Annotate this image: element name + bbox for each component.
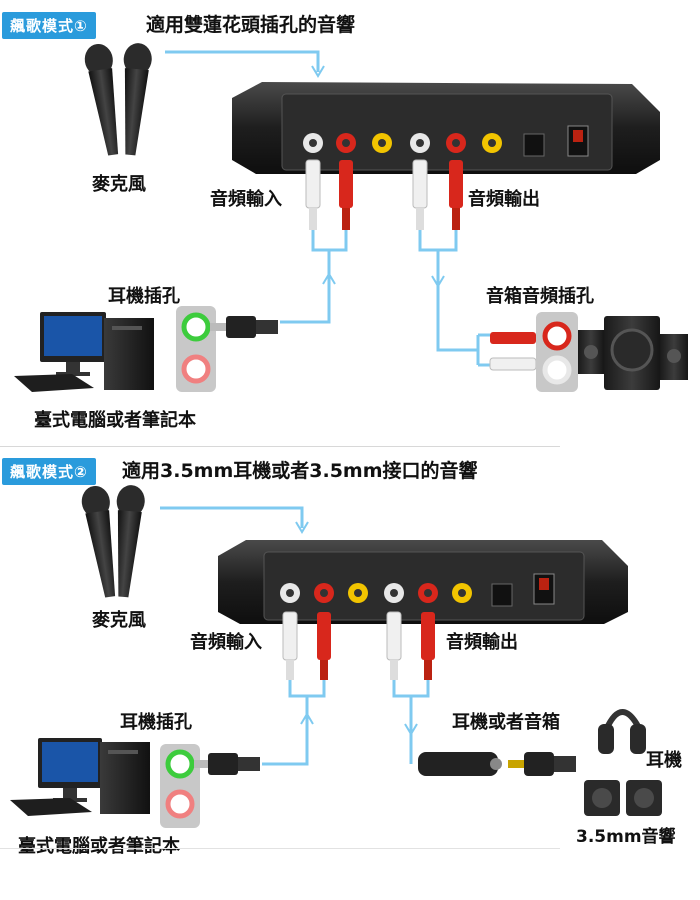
mixer-device [232,82,660,174]
speaker-jack-panel [489,312,578,392]
extension-cable-icon [418,752,576,776]
signal-wires [280,230,490,367]
computer-icon [10,738,150,816]
label-audio-in: 音頻輸入 [210,189,282,210]
mic-wire [165,50,325,78]
mode-1-badge: 飆歌模式① [2,12,96,39]
bottom-divider [0,848,560,849]
label-headphone-or-speaker: 耳機或者音箱 [452,712,560,733]
label-speaker-jack: 音箱音頻插孔 [486,286,594,307]
microphone-icon [81,485,145,598]
label-headphone-jack: 耳機插孔 [108,286,180,307]
computer-icon [14,312,154,392]
speaker-system-icon [578,316,688,390]
label-headphone: 耳機 [646,750,682,771]
mode-2-badge: 飆歌模式② [2,458,96,485]
signal-wires [262,680,430,766]
audio-out-plugs [412,159,463,230]
label-audio-out: 音頻輸出 [468,189,540,210]
headphone-jack-panel [160,744,260,828]
section-divider [0,446,560,447]
audio-in-plugs [282,611,331,680]
label-computer: 臺式電腦或者筆記本 [18,836,180,857]
headphone-icon [598,709,646,754]
label-headphone-jack: 耳機插孔 [120,712,192,733]
mini-speaker-icon [584,780,662,816]
label-mic: 麥克風 [92,174,146,195]
mode-1-title: 適用雙蓮花頭插孔的音響 [146,14,356,36]
mixer-device [218,540,628,624]
mic-wire [160,506,309,534]
label-audio-in: 音頻輸入 [190,632,262,653]
label-audio-out: 音頻輸出 [446,632,518,653]
mode-2-title: 適用3.5mm耳機或者3.5mm接口的音響 [122,460,478,482]
label-computer: 臺式電腦或者筆記本 [34,410,196,431]
audio-in-plugs [305,159,353,230]
label-speaker-35: 3.5mm音響 [576,827,676,847]
headphone-jack-panel [176,306,278,392]
label-mic: 麥克風 [92,610,146,631]
audio-out-plugs [386,611,435,680]
microphone-icon [84,43,152,156]
